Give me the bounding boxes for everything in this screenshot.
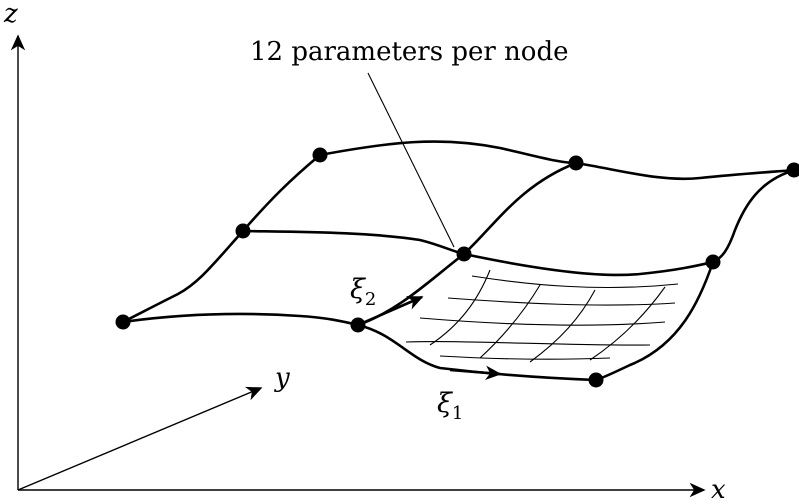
mesh-edge-top (318, 140, 797, 181)
grid-line-xi1-3 (419, 317, 666, 326)
grid-line-xi2-3 (529, 289, 596, 363)
xi1-label: ξ1 (437, 388, 463, 424)
node-middle-left (235, 223, 251, 239)
xi1-subscript: 1 (452, 403, 463, 424)
xi1-symbol: ξ (437, 388, 453, 419)
node-top-center (568, 155, 584, 171)
grid-line-xi1-5 (439, 355, 611, 360)
annotation-leader-line (367, 72, 455, 248)
node-middle-center (456, 246, 472, 262)
node-bottom-left (115, 314, 131, 330)
mesh-edge-middle (241, 229, 715, 277)
xi1-direction-arrow (449, 365, 502, 381)
local-coordinate-arrows (357, 295, 502, 381)
grid-line-xi2-4 (589, 286, 666, 361)
mesh-nodes (115, 147, 799, 388)
coordinate-axes (10, 34, 706, 498)
xi2-symbol: ξ (350, 274, 366, 305)
grid-line-xi2-1 (429, 269, 491, 346)
node-bottom-right (588, 372, 604, 388)
x-axis-label: x (711, 475, 726, 504)
z-axis-label: z (3, 0, 18, 29)
grid-line-xi1-1 (471, 275, 679, 289)
node-bottom-center (350, 317, 366, 333)
grid-line-xi1-4 (405, 341, 651, 346)
element-interior-grid (405, 269, 679, 363)
mesh-edge-left (121, 153, 322, 324)
node-middle-right (705, 254, 721, 270)
grid-line-xi1-2 (447, 297, 676, 306)
y-axis-label: y (274, 363, 290, 393)
node-top-left (312, 147, 328, 163)
mesh-edges (121, 140, 797, 382)
y-axis (17, 386, 263, 491)
mesh-edge-center (356, 161, 578, 327)
xi2-subscript: 2 (365, 289, 376, 310)
xi2-label: ξ2 (350, 274, 376, 310)
xi2-direction-arrow (357, 295, 424, 327)
grid-line-xi2-2 (479, 284, 541, 359)
annotation-label: 12 parameters per node (250, 37, 569, 67)
node-top-right (786, 162, 799, 178)
